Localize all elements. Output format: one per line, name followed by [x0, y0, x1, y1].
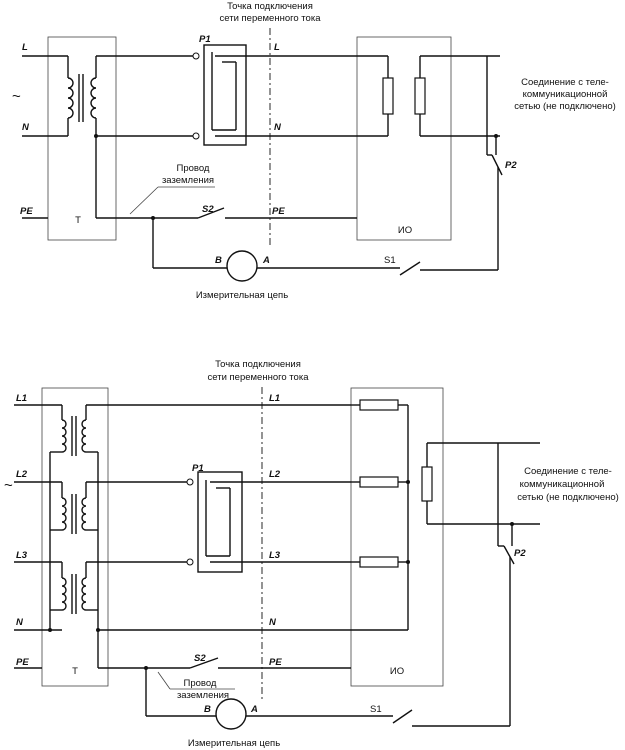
- bottom-equipment-label: ИО: [390, 666, 404, 677]
- bottom-diagram: Точка подключения сети переменного тока …: [4, 359, 619, 749]
- bottom-s2-switch: [189, 657, 219, 669]
- bottom-label-l1-left: L1: [16, 393, 27, 404]
- bottom-transformer-box: [41, 387, 109, 687]
- bottom-meter: [215, 698, 247, 730]
- bottom-connection-point-label-line1: Точка подключения: [215, 359, 301, 370]
- bottom-label-pe-left: PE: [16, 657, 29, 668]
- bottom-s1-switch: [392, 709, 413, 724]
- top-equipment-label: ИО: [398, 225, 412, 236]
- top-transformer-label: T: [75, 215, 81, 226]
- bottom-telecom-label-line3: сетью (не подключено): [517, 492, 619, 503]
- bottom-telecom-label-line1: Соединение с теле-: [524, 466, 612, 477]
- top-equipment-box: [356, 36, 452, 241]
- bottom-label-pe-right: PE: [269, 657, 282, 668]
- top-transformer-secondary: [90, 77, 97, 119]
- bottom-label-n-left: N: [16, 617, 24, 628]
- top-meter-terminal-a: A: [262, 255, 270, 266]
- top-p1-switch: [203, 44, 247, 146]
- bottom-p1-terminal-l3: [186, 558, 194, 566]
- bottom-label-n-right: N: [269, 617, 277, 628]
- top-s2-switch: [197, 207, 225, 219]
- bottom-label-l3-left: L3: [16, 550, 28, 561]
- bottom-s2-label: S2: [194, 653, 206, 664]
- top-s2-label: S2: [202, 204, 214, 215]
- top-label-l-right: L: [274, 42, 280, 53]
- bottom-telecom-label-line2: коммуникационной: [520, 479, 605, 490]
- top-label-l-left: L: [22, 42, 28, 53]
- top-p2-label: P2: [505, 160, 517, 171]
- bottom-transformer-windings: [81, 419, 87, 453]
- bottom-label-l2-left: L2: [16, 469, 28, 480]
- bottom-equipment-box: [350, 387, 444, 687]
- top-diagram: Точка подключения сети переменного тока …: [12, 1, 616, 301]
- bottom-equipment-resistor-l3: [359, 556, 399, 568]
- top-transformer-box: [47, 36, 117, 241]
- bottom-equipment-resistor-l2: [359, 476, 399, 488]
- bottom-p2-label: P2: [514, 548, 526, 559]
- top-transformer-primary: [67, 77, 74, 119]
- top-p1-label: P1: [199, 34, 211, 45]
- top-telecom-label-line3: сетью (не подключено): [514, 101, 616, 112]
- top-telecom-label-line1: Соединение с теле-: [521, 77, 609, 88]
- top-connection-point-label-line2: сети переменного тока: [220, 13, 322, 24]
- bottom-ground-wire-label-line1: Провод: [184, 678, 217, 689]
- top-label-n-left: N: [22, 122, 30, 133]
- bottom-measurement-label: Измерительная цепь: [188, 738, 280, 749]
- bottom-p2-switch: [503, 545, 515, 565]
- top-telecom-label-line2: коммуникационной: [523, 89, 608, 100]
- bottom-equipment-resistor-l1: [359, 399, 399, 411]
- top-label-pe-right: PE: [272, 206, 285, 217]
- top-p1-terminal-l: [192, 52, 200, 60]
- bottom-p1-terminal-l2: [186, 478, 194, 486]
- top-connection-point-label-line1: Точка подключения: [227, 1, 313, 12]
- top-ground-wire-label-line1: Провод: [177, 163, 210, 174]
- bottom-label-l3-right: L3: [269, 550, 281, 561]
- bottom-telecom-resistor: [421, 466, 433, 502]
- bottom-p1-switch: [197, 471, 243, 573]
- top-equipment-resistor-2: [414, 77, 426, 115]
- top-meter: [226, 250, 258, 282]
- bottom-label-l1-right: L1: [269, 393, 280, 404]
- top-ground-wire-label-line2: заземления: [162, 175, 214, 186]
- bottom-s1-label: S1: [370, 704, 382, 715]
- bottom-label-l2-right: L2: [269, 469, 281, 480]
- bottom-connection-point-label-line2: сети переменного тока: [208, 372, 310, 383]
- bottom-meter-terminal-a: A: [250, 704, 258, 715]
- top-p1-terminal-n: [192, 132, 200, 140]
- top-s1-switch: [399, 261, 421, 276]
- top-source-symbol: ~: [12, 88, 21, 105]
- bottom-source-symbol: ~: [4, 477, 13, 494]
- top-measurement-label: Измерительная цепь: [196, 290, 288, 301]
- bottom-transformer-label: T: [72, 666, 78, 677]
- bottom-p1-label: P1: [192, 463, 204, 474]
- top-meter-terminal-b: B: [215, 255, 222, 266]
- top-label-n-right: N: [274, 122, 282, 133]
- bottom-meter-terminal-b: B: [204, 704, 211, 715]
- bottom-ground-wire-label-line2: заземления: [177, 690, 229, 701]
- top-label-pe-left: PE: [20, 206, 33, 217]
- top-equipment-resistor-1: [382, 77, 394, 115]
- top-s1-label: S1: [384, 255, 396, 266]
- top-p2-switch: [491, 154, 503, 176]
